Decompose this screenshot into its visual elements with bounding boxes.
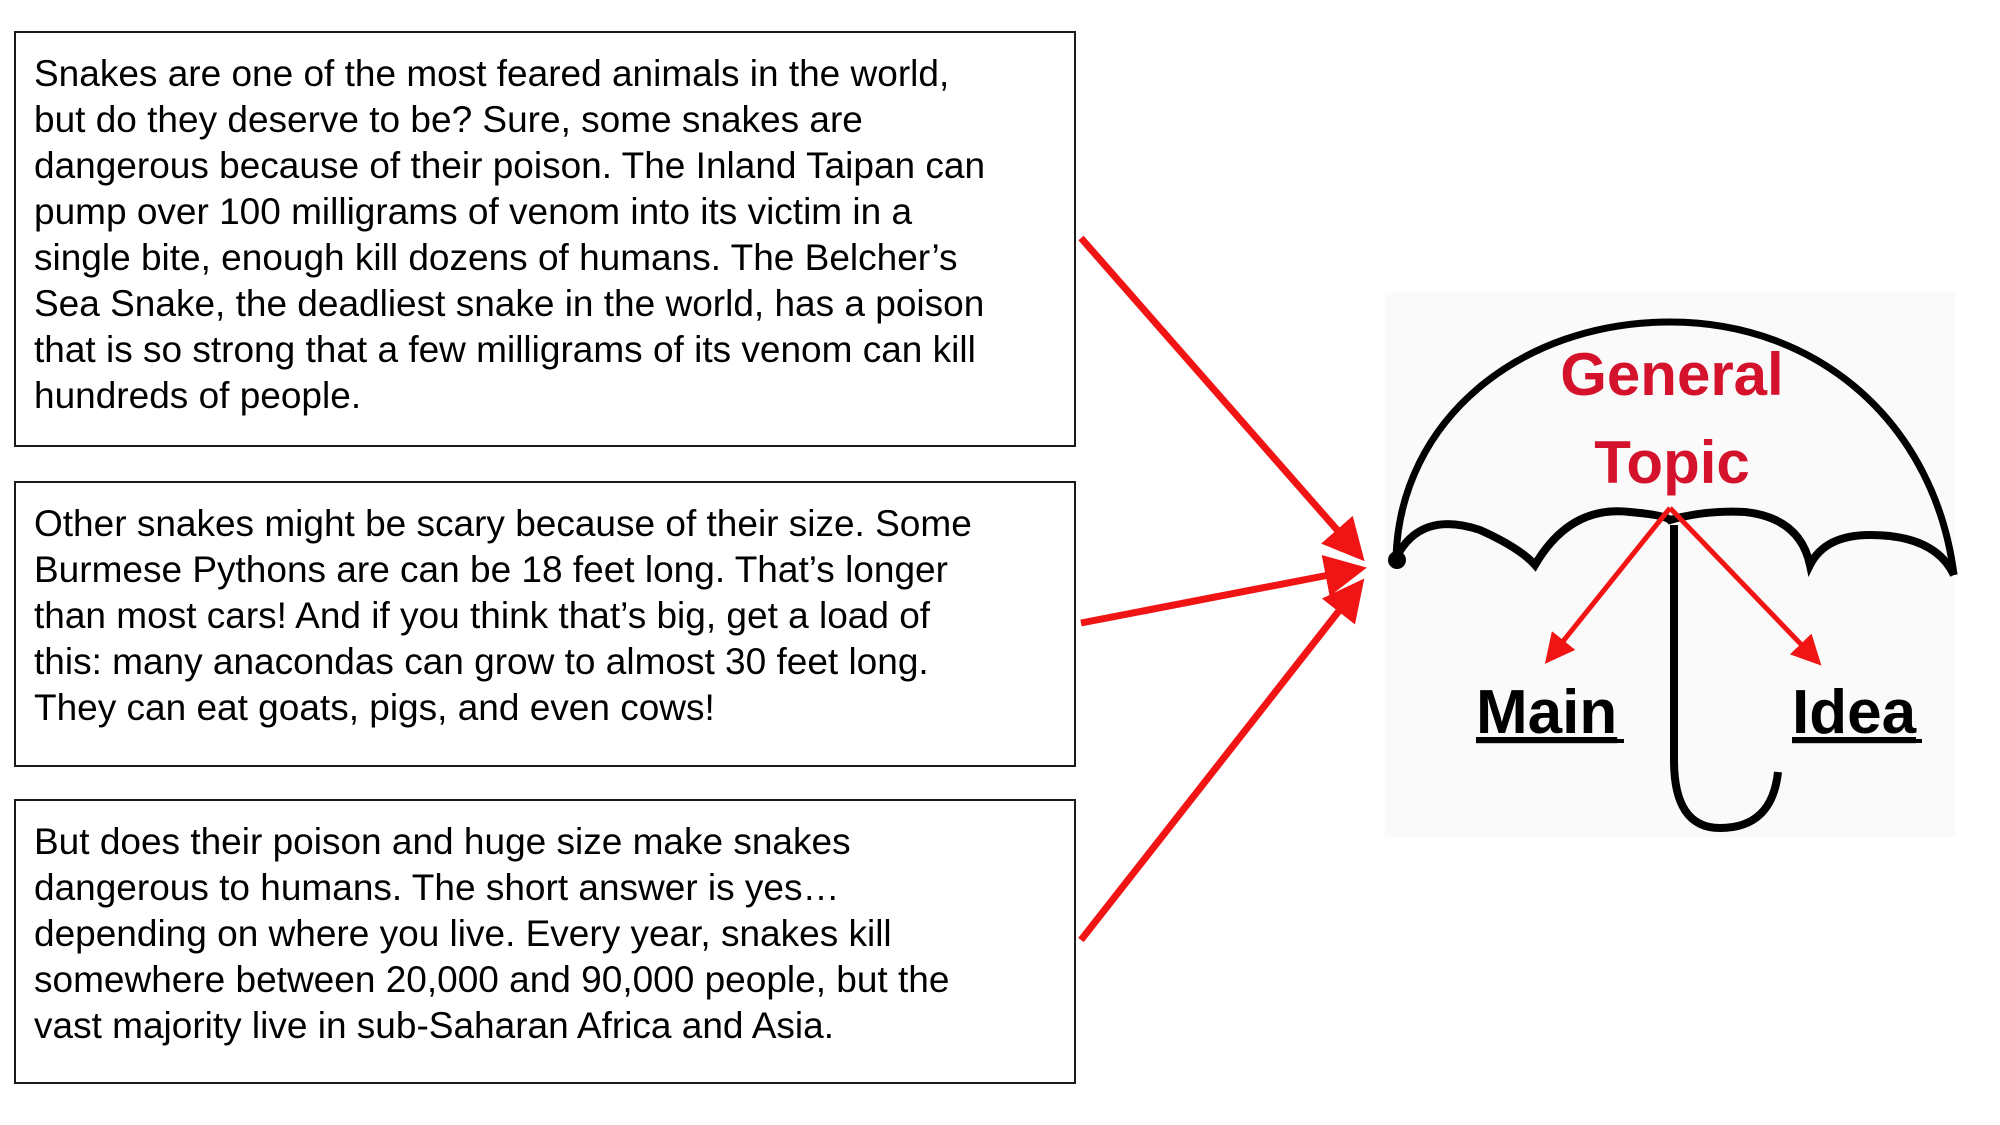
general-topic-line1: General bbox=[1560, 341, 1783, 408]
arrow-passage-3 bbox=[1078, 578, 1365, 943]
arrow-topic-to-main bbox=[1544, 506, 1672, 664]
arrow-passage-2 bbox=[1080, 555, 1367, 627]
umbrella-icon bbox=[1388, 318, 1958, 833]
passage-text-1: Snakes are one of the most feared animal… bbox=[34, 53, 986, 416]
umbrella-scallops bbox=[1392, 507, 1958, 577]
passage-text-2: Other snakes might be scary because of t… bbox=[34, 503, 972, 728]
idea-label: Idea bbox=[1792, 678, 1917, 747]
umbrella-handle bbox=[1670, 525, 1782, 833]
umbrella-tip bbox=[1388, 551, 1406, 569]
umbrella-canopy bbox=[1392, 318, 1958, 576]
main-label: Main bbox=[1476, 678, 1617, 747]
general-topic-line2: Topic bbox=[1594, 429, 1750, 496]
arrow-passage-1 bbox=[1078, 235, 1365, 562]
passage-box-2: Other snakes might be scary because of t… bbox=[14, 481, 1076, 767]
arrow-topic-to-idea bbox=[1668, 506, 1822, 666]
passage-box-3: But does their poison and huge size make… bbox=[14, 799, 1076, 1084]
passage-text-3: But does their poison and huge size make… bbox=[34, 821, 950, 1046]
passage-box-1: Snakes are one of the most feared animal… bbox=[14, 31, 1076, 447]
